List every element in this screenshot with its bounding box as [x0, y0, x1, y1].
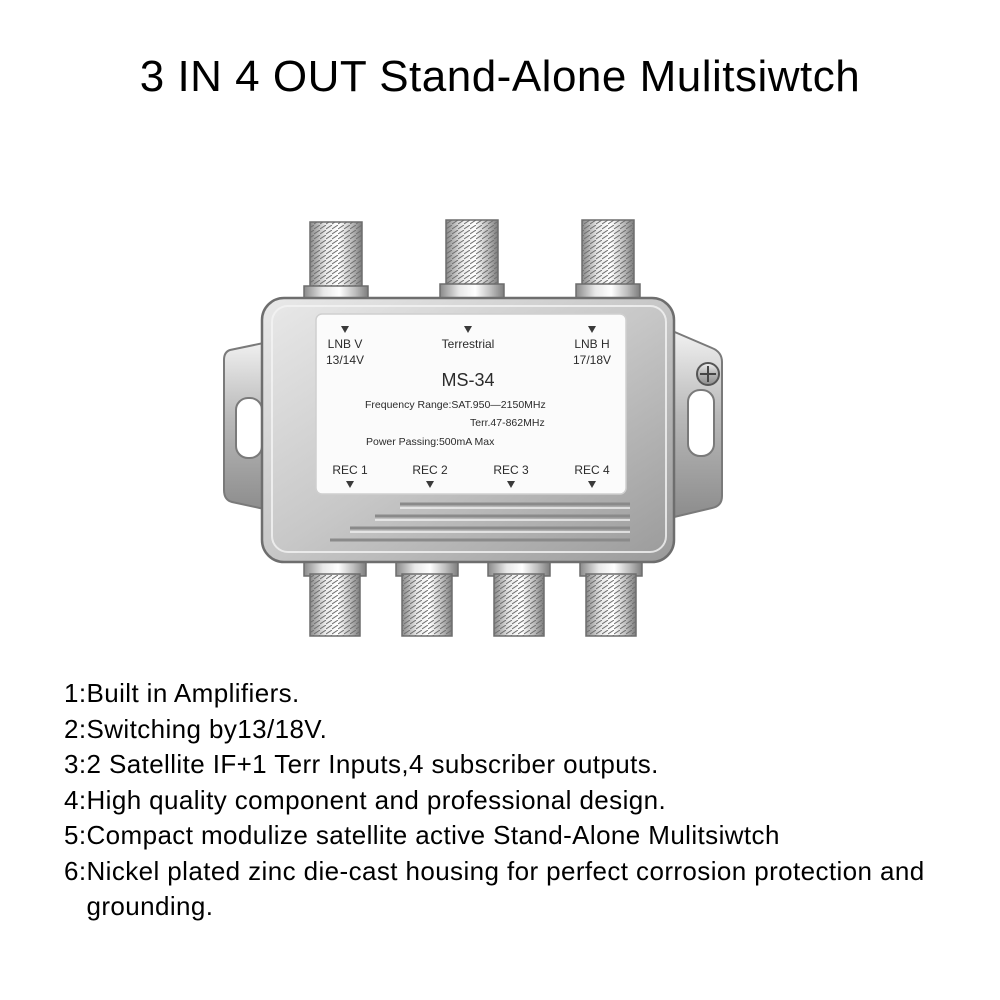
input-arrow-icon — [588, 326, 596, 333]
feature-text: Compact modulize satellite active Stand-… — [86, 820, 780, 850]
feature-text: Nickel plated zinc die-cast housing for … — [86, 855, 925, 922]
input-arrow-icon — [464, 326, 472, 333]
feature-number: 4: — [64, 784, 87, 815]
feature-item: 2:Switching by13/18V. — [64, 712, 964, 748]
output-arrow-icon — [588, 481, 596, 488]
input-voltage-lnb-v: 13/14V — [326, 353, 364, 367]
feature-item: 6:Nickel plated zinc die-cast housing fo… — [64, 854, 964, 925]
feature-number: 1: — [64, 678, 87, 708]
multiswitch-illustration: LNB V 13/14V Terrestrial LNB H 17/18V MS… — [223, 219, 723, 637]
connector-lnb-h — [575, 219, 641, 301]
feature-list: 1:Built in Amplifiers. 2:Switching by13/… — [64, 676, 964, 925]
feature-item: 1:Built in Amplifiers. — [64, 676, 964, 712]
output-arrow-icon — [426, 481, 434, 488]
feature-number: 2: — [64, 713, 87, 744]
connector-rec-4 — [579, 557, 643, 637]
feature-text: Switching by13/18V. — [86, 713, 328, 744]
feature-number: 3: — [64, 749, 87, 779]
feature-item: 3:2 Satellite IF+1 Terr Inputs,4 subscri… — [64, 747, 964, 783]
feature-number: 6: — [64, 855, 87, 886]
output-rec-2: REC 2 — [412, 463, 448, 477]
input-name-lnb-v: LNB V — [328, 337, 363, 351]
output-rec-4: REC 4 — [574, 463, 610, 477]
housing-ridges — [330, 502, 630, 542]
feature-item: 4:High quality component and professiona… — [64, 783, 964, 819]
input-arrow-icon — [341, 326, 349, 333]
model-name: MS-34 — [441, 370, 494, 390]
input-name-lnb-h: LNB H — [574, 337, 609, 351]
input-voltage-lnb-h: 17/18V — [573, 353, 611, 367]
output-arrow-icon — [507, 481, 515, 488]
connector-rec-1 — [303, 557, 367, 637]
frequency-range: Frequency Range:SAT.950—2150MHz — [365, 399, 546, 411]
output-rec-3: REC 3 — [493, 463, 529, 477]
connector-rec-3 — [487, 557, 551, 637]
feature-text: 2 Satellite IF+1 Terr Inputs,4 subscribe… — [86, 749, 659, 779]
multiswitch-photo: LNB V 13/14V Terrestrial LNB H 17/18V MS… — [200, 200, 760, 660]
input-name-terrestrial: Terrestrial — [442, 337, 495, 351]
output-connectors — [303, 557, 643, 637]
page-title: 3 IN 4 OUT Stand-Alone Mulitsiwtch — [139, 52, 861, 101]
feature-number: 5: — [64, 820, 87, 850]
power-passing: Power Passing:500mA Max — [366, 436, 495, 448]
input-connectors — [303, 219, 641, 303]
connector-terrestrial — [439, 219, 505, 301]
output-rec-1: REC 1 — [332, 463, 368, 477]
mounting-ear-right — [669, 328, 723, 520]
connector-lnb-v — [303, 221, 369, 303]
output-arrow-icon — [346, 481, 354, 488]
terrestrial-range: Terr.47-862MHz — [470, 417, 545, 429]
feature-text: High quality component and professional … — [86, 784, 667, 815]
device-label: LNB V 13/14V Terrestrial LNB H 17/18V MS… — [315, 313, 627, 495]
feature-text: Built in Amplifiers. — [86, 678, 300, 708]
connector-rec-2 — [395, 557, 459, 637]
feature-item: 5:Compact modulize satellite active Stan… — [64, 818, 964, 854]
